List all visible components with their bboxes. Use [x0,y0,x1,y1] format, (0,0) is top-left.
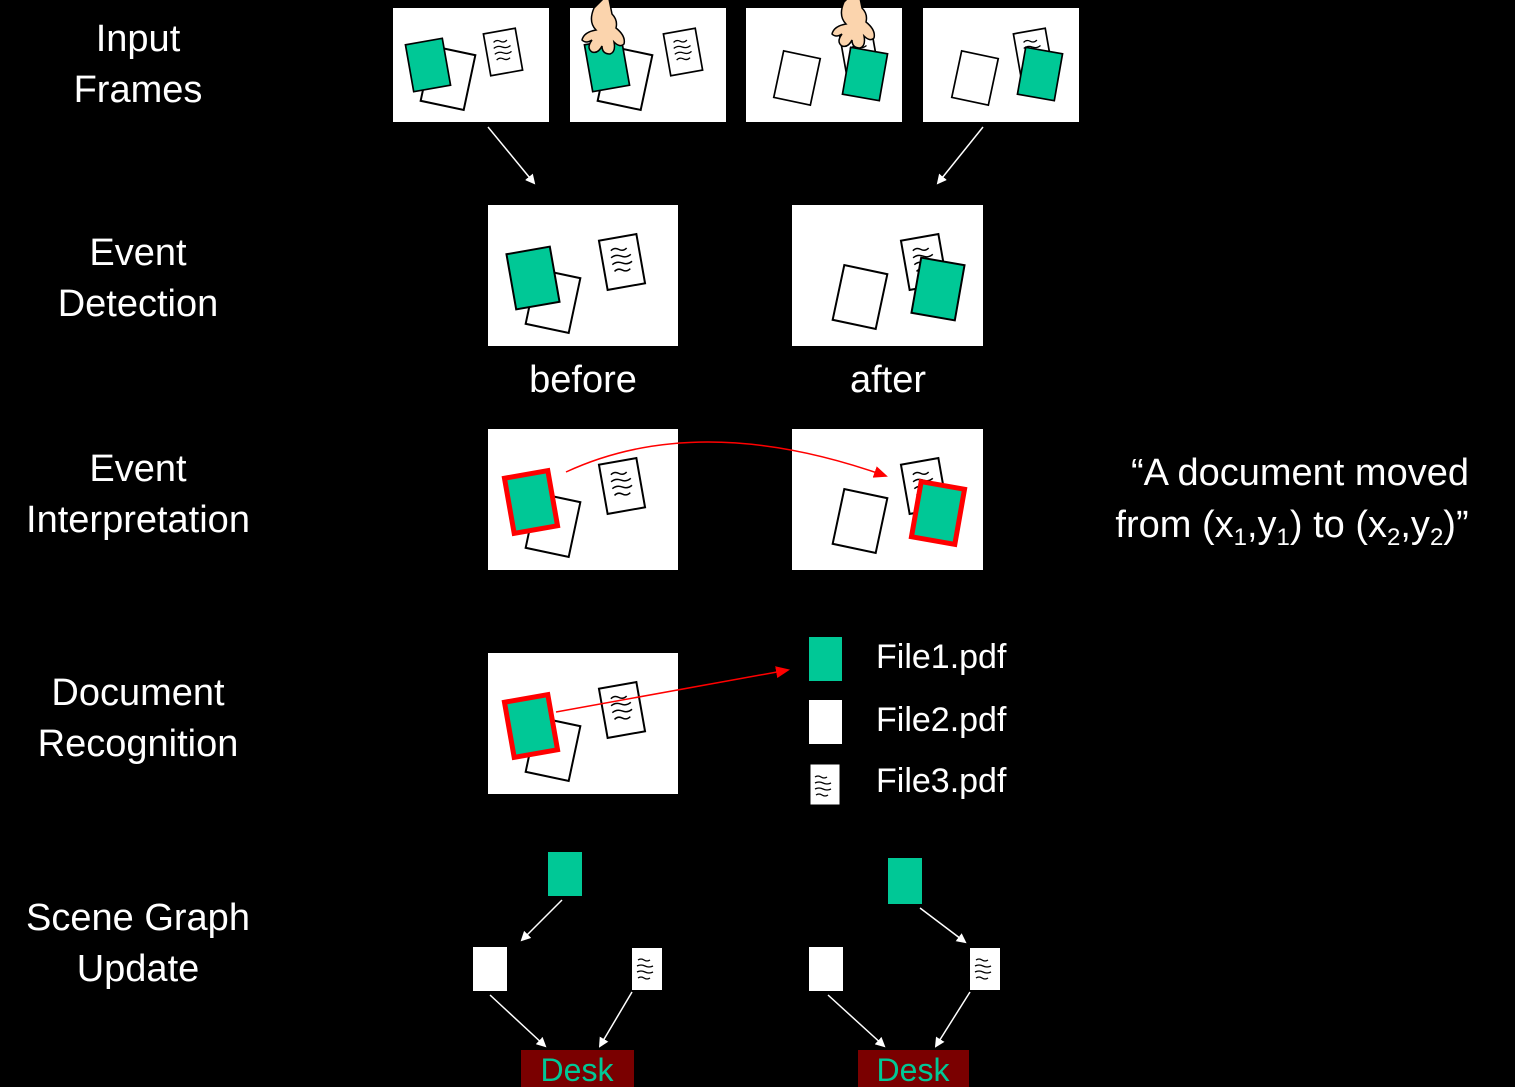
file2-label: File2.pdf [876,701,1007,739]
file3-label: File3.pdf [876,762,1007,800]
detection-after-frame [792,205,983,346]
blank-document-icon [809,700,842,744]
scene-graph-after: Desk [809,858,1000,1087]
graph-node-green [548,852,582,896]
graph-node-blank [473,947,507,991]
graph-node-text [970,948,1000,990]
arrow-frames-to-after [936,126,984,185]
green-document-icon [809,637,842,681]
detection-before-frame [488,205,678,346]
graph-node-text [632,948,662,990]
after-label: after [850,359,926,401]
motion-arrow [565,441,888,478]
graph-node-blank [809,947,843,991]
input-frame-3 [746,0,902,122]
scene-graph-before: Desk [473,852,662,1087]
stage-label-event-detection: Event Detection [57,232,219,325]
desk-label: Desk [541,1052,615,1087]
before-label: before [529,359,637,401]
desk-node [521,1050,634,1087]
file1-label: File1.pdf [876,638,1007,676]
recognition-arrow [555,666,790,713]
desk-node [858,1050,969,1087]
stage-label-event-interpretation: Event Interpretation [26,448,250,541]
input-frame-2 [570,0,726,122]
text-document-icon [809,763,841,806]
desk-label: Desk [877,1052,951,1087]
interpretation-before-frame [488,429,678,570]
stage-label-scene-graph-update: Scene Graph Update [26,897,250,990]
input-frame-4 [923,8,1079,122]
stage-label-input-frames: Input Frames [73,18,203,111]
interpretation-quote-line1: “A document moved [1131,452,1469,494]
stage-label-document-recognition: Document Recognition [37,672,239,765]
interpretation-quote-line2: from (x1,y1) to (x2,y2)” [1115,504,1468,551]
arrow-frames-to-before [487,126,536,185]
input-frame-1 [393,8,549,122]
interpretation-after-frame [792,429,983,570]
graph-node-green [888,858,922,904]
recognition-frame [488,653,678,794]
